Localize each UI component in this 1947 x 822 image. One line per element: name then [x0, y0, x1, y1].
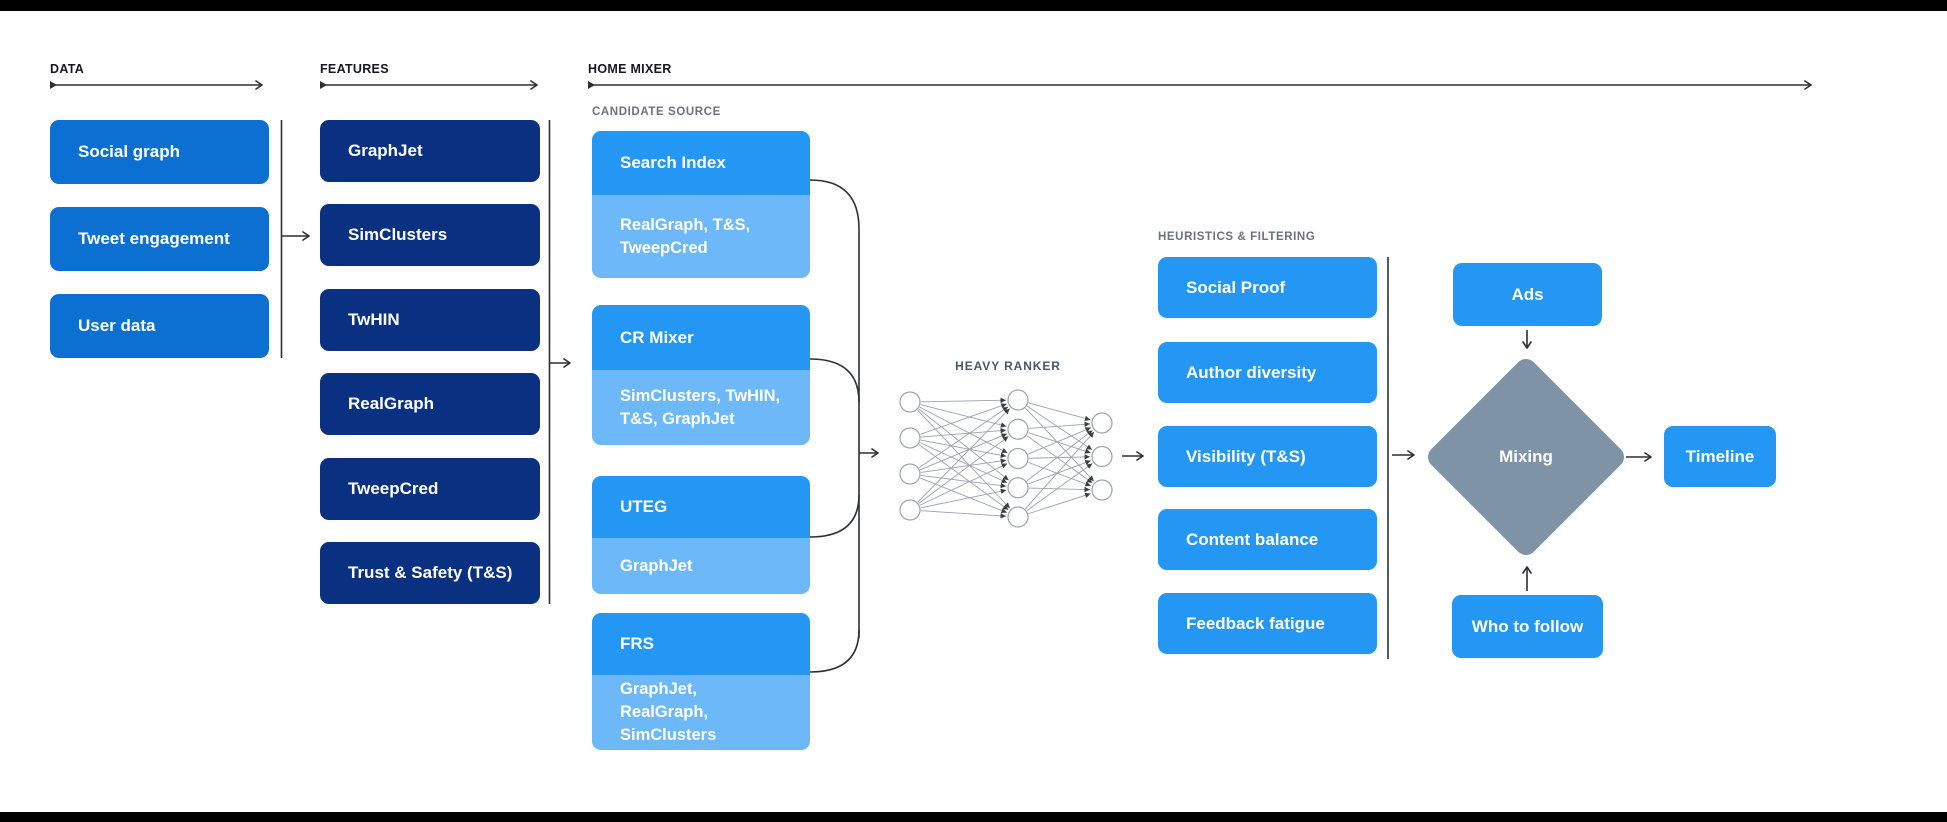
features-box-realgraph: RealGraph — [320, 373, 540, 435]
network-edge — [918, 406, 1009, 469]
mixing-diamond-label: Mixing — [1499, 447, 1553, 466]
candidate-sources: RealGraph, T&S, TweepCred — [592, 195, 810, 278]
network-edge — [918, 444, 1009, 511]
data-box-user-data: User data — [50, 294, 269, 358]
ads-box: Ads — [1453, 263, 1602, 326]
network-edge — [1028, 486, 1091, 493]
network-edge — [919, 442, 1008, 484]
network-edge — [920, 427, 1007, 438]
features-box-simclusters: SimClusters — [320, 204, 540, 266]
network-edge — [920, 397, 1007, 404]
heuristics-box-social-proof: Social Proof — [1158, 257, 1377, 318]
network-node — [1007, 447, 1029, 470]
network-edge — [1028, 402, 1091, 422]
network-edge — [919, 406, 1008, 454]
network-edge — [920, 510, 1007, 519]
network-node — [1091, 445, 1113, 468]
network-edge — [1028, 461, 1091, 487]
header-arrow-start-markers — [50, 81, 595, 89]
bottom-black-bar — [0, 812, 1947, 822]
network-edge — [920, 458, 1007, 473]
candidate-box-cr-mixer: CR Mixer SimClusters, TwHIN, T&S, GraphJ… — [592, 305, 810, 445]
network-edge — [919, 433, 1008, 471]
network-node — [899, 463, 921, 485]
heuristics-box-author-diversity: Author diversity — [1158, 342, 1377, 403]
network-edge — [920, 477, 1008, 514]
candidate-source-label: CANDIDATE SOURCE — [592, 106, 721, 118]
network-edge — [918, 436, 1009, 504]
section-title-features: FEATURES — [320, 62, 389, 76]
top-black-bar — [0, 0, 1947, 11]
features-box-graphjet: GraphJet — [320, 120, 540, 182]
section-title-home-mixer: HOME MIXER — [588, 62, 672, 76]
section-title-data: DATA — [50, 62, 85, 76]
network-edge — [920, 439, 1007, 458]
candidate-sources: GraphJet, RealGraph, SimClusters — [592, 675, 810, 750]
who-to-follow-box: Who to follow — [1452, 595, 1603, 658]
network-edge — [920, 488, 1007, 509]
candidate-name: FRS — [592, 613, 810, 675]
network-node — [899, 427, 921, 449]
network-edge — [920, 404, 1007, 428]
candidate-sources: SimClusters, TwHIN, T&S, GraphJet — [592, 370, 810, 445]
network-node — [1091, 412, 1113, 434]
network-edge — [1026, 405, 1093, 451]
heuristics-filtering-label: HEURISTICS & FILTERING — [1158, 231, 1316, 243]
frs-connector — [809, 629, 860, 673]
candidate-name: UTEG — [592, 476, 810, 538]
candidate-box-uteg: UTEG GraphJet — [592, 476, 810, 594]
network-edge — [1028, 454, 1091, 460]
network-edge — [1028, 460, 1091, 485]
network-node — [1007, 477, 1029, 499]
network-edge — [1028, 432, 1091, 454]
heavy-ranker-network — [899, 389, 1113, 528]
network-edge — [1026, 435, 1093, 484]
network-edge — [918, 408, 1009, 481]
network-edge — [917, 408, 1010, 503]
network-node — [1007, 506, 1029, 528]
network-edge — [1027, 427, 1092, 455]
features-box-trust-safety: Trust & Safety (T&S) — [320, 542, 540, 604]
data-box-social-graph: Social graph — [50, 120, 269, 184]
search-index-connector — [809, 179, 860, 638]
network-edge — [919, 463, 1008, 506]
timeline-box: Timeline — [1664, 426, 1776, 487]
heuristics-box-visibility: Visibility (T&S) — [1158, 426, 1377, 487]
candidate-box-frs: FRS GraphJet, RealGraph, SimClusters — [592, 613, 810, 750]
network-node — [1091, 479, 1113, 501]
network-node — [899, 499, 921, 521]
uteg-connector — [809, 494, 860, 538]
cr-mixer-connector — [809, 358, 860, 403]
network-edge — [920, 474, 1007, 489]
network-edge — [1025, 407, 1095, 482]
candidate-name: Search Index — [592, 131, 810, 195]
candidate-box-search-index: Search Index RealGraph, T&S, TweepCred — [592, 131, 810, 278]
heuristics-box-content-balance: Content balance — [1158, 509, 1377, 570]
network-edge — [917, 409, 1011, 509]
features-box-tweepcred: TweepCred — [320, 458, 540, 520]
flow-lines — [50, 80, 1812, 673]
network-edge — [1028, 421, 1091, 429]
network-edge — [1026, 463, 1093, 511]
heavy-ranker-label: HEAVY RANKER — [955, 359, 1061, 373]
network-edge — [1024, 431, 1095, 510]
network-node — [1007, 418, 1029, 440]
data-box-tweet-engagement: Tweet engagement — [50, 207, 269, 271]
features-box-twhin: TwHIN — [320, 289, 540, 351]
network-edge — [1026, 429, 1093, 482]
network-node — [1007, 389, 1029, 411]
network-node — [899, 391, 921, 413]
candidate-name: CR Mixer — [592, 305, 810, 370]
heuristics-box-feedback-fatigue: Feedback fatigue — [1158, 593, 1377, 654]
network-edge — [920, 403, 1007, 435]
network-edge — [1028, 492, 1091, 515]
candidate-sources: GraphJet — [592, 538, 810, 594]
